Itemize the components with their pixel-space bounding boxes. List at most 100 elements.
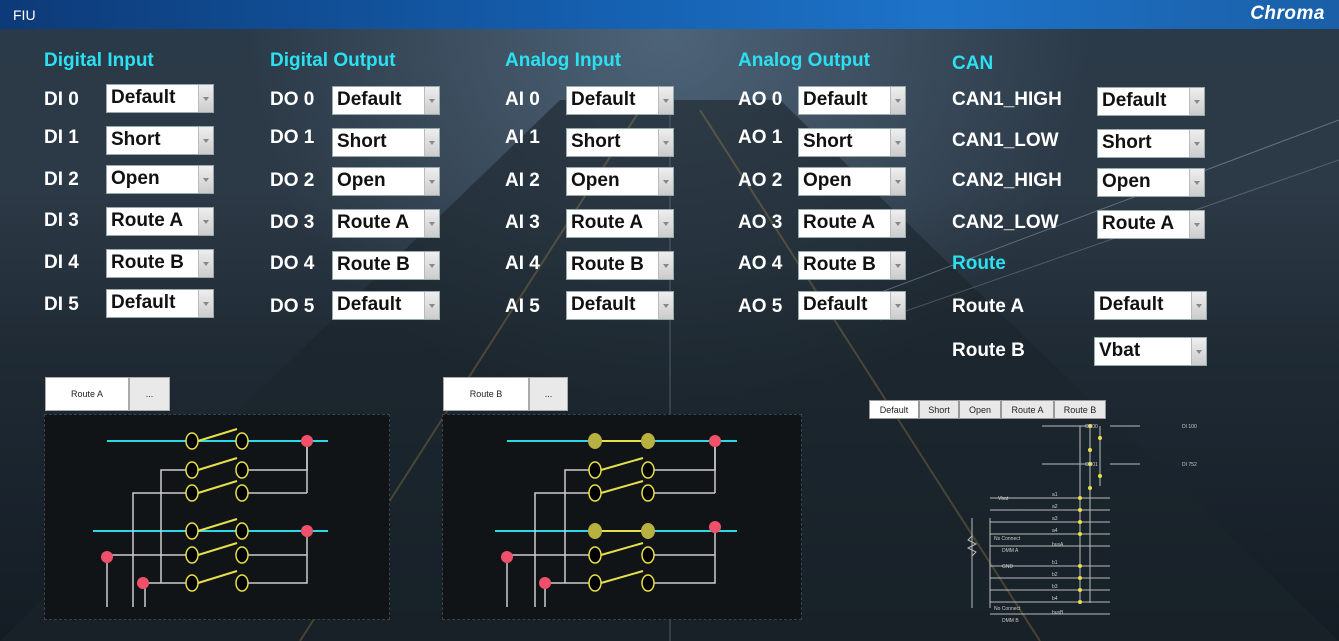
chevron-down-icon	[424, 210, 439, 237]
select-do-2[interactable]: Open	[332, 167, 440, 196]
select-ao-1[interactable]: Short	[798, 128, 906, 157]
chevron-down-icon	[1191, 292, 1206, 319]
schematic-switch-b4: b4	[1052, 596, 1058, 602]
chevron-down-icon	[198, 85, 213, 112]
select-di-4[interactable]: Route B	[106, 249, 214, 278]
chevron-down-icon	[1189, 169, 1204, 196]
chevron-down-icon	[198, 166, 213, 193]
label-ai-1: AI 1	[505, 127, 540, 148]
select-can1-high[interactable]: Default	[1097, 87, 1205, 116]
chevron-down-icon	[890, 87, 905, 114]
label-route-b: Route B	[952, 340, 1025, 361]
tab-schematic-default[interactable]: Default	[869, 400, 919, 419]
tab-route-a-more[interactable]: ...	[129, 377, 170, 411]
route-b-panel	[442, 414, 802, 620]
select-ao-0[interactable]: Default	[798, 86, 906, 115]
schematic-switch-busb: busB	[1052, 610, 1064, 616]
label-route-a: Route A	[952, 296, 1025, 317]
schematic-label-di100: DI 100	[1182, 424, 1197, 430]
tab-route-a[interactable]: Route A	[45, 377, 129, 411]
tab-schematic-short[interactable]: Short	[919, 400, 959, 419]
chevron-down-icon	[424, 129, 439, 156]
title-bar: FIU Chroma	[0, 0, 1339, 29]
schematic-label-dmm-a: DMM A	[1002, 548, 1019, 554]
select-di-3[interactable]: Route A	[106, 207, 214, 236]
header-analog-output: Analog Output	[738, 50, 870, 71]
select-ai-2[interactable]: Open	[566, 167, 674, 196]
select-di-1[interactable]: Short	[106, 126, 214, 155]
select-ai-5[interactable]: Default	[566, 291, 674, 320]
schematic-label-ch00: CH00	[1085, 424, 1098, 430]
tab-schematic-open[interactable]: Open	[959, 400, 1001, 419]
select-do-4[interactable]: Route B	[332, 251, 440, 280]
select-ao-5[interactable]: Default	[798, 291, 906, 320]
chevron-down-icon	[890, 292, 905, 319]
header-digital-output: Digital Output	[270, 50, 396, 71]
label-di-5: DI 5	[44, 294, 79, 315]
schematic-label-ch01: CH01	[1085, 462, 1098, 468]
select-do-3[interactable]: Route A	[332, 209, 440, 238]
chevron-down-icon	[890, 252, 905, 279]
chevron-down-icon	[1189, 130, 1204, 157]
tab-route-b[interactable]: Route B	[443, 377, 529, 411]
label-ai-2: AI 2	[505, 170, 540, 191]
header-analog-input: Analog Input	[505, 50, 622, 71]
select-di-5[interactable]: Default	[106, 289, 214, 318]
chevron-down-icon	[424, 87, 439, 114]
label-ai-5: AI 5	[505, 296, 540, 317]
select-di-2[interactable]: Open	[106, 165, 214, 194]
label-di-3: DI 3	[44, 210, 79, 231]
tab-schematic-route-a[interactable]: Route A	[1001, 400, 1054, 419]
select-di-0[interactable]: Default	[106, 84, 214, 113]
chevron-down-icon	[658, 292, 673, 319]
schematic-switch-a2: a2	[1052, 504, 1058, 510]
label-ao-3: AO 3	[738, 212, 783, 233]
schematic-label-di752: DI 752	[1182, 462, 1197, 468]
chevron-down-icon	[890, 210, 905, 237]
label-do-3: DO 3	[270, 212, 315, 233]
schematic-label-no-connect: No Connect	[994, 606, 1021, 612]
select-do-0[interactable]: Default	[332, 86, 440, 115]
label-can2-low: CAN2_LOW	[952, 212, 1059, 233]
select-route-a[interactable]: Default	[1094, 291, 1207, 320]
label-di-2: DI 2	[44, 169, 79, 190]
label-ai-4: AI 4	[505, 253, 540, 274]
select-do-1[interactable]: Short	[332, 128, 440, 157]
label-do-5: DO 5	[270, 296, 315, 317]
select-ao-2[interactable]: Open	[798, 167, 906, 196]
schematic-label-dmm-b: DMM B	[1002, 618, 1019, 624]
label-ai-0: AI 0	[505, 89, 540, 110]
select-do-5[interactable]: Default	[332, 291, 440, 320]
select-ao-3[interactable]: Route A	[798, 209, 906, 238]
select-ai-0[interactable]: Default	[566, 86, 674, 115]
chevron-down-icon	[424, 292, 439, 319]
label-do-2: DO 2	[270, 170, 315, 191]
chevron-down-icon	[658, 129, 673, 156]
select-ai-3[interactable]: Route A	[566, 209, 674, 238]
schematic-switch-busa: busA	[1052, 542, 1064, 548]
select-can2-low[interactable]: Route A	[1097, 210, 1205, 239]
chevron-down-icon	[1189, 211, 1204, 238]
label-ao-5: AO 5	[738, 296, 783, 317]
select-ai-4[interactable]: Route B	[566, 251, 674, 280]
select-route-b[interactable]: Vbat	[1094, 337, 1207, 366]
label-do-0: DO 0	[270, 89, 315, 110]
select-ai-1[interactable]: Short	[566, 128, 674, 157]
chevron-down-icon	[198, 290, 213, 317]
chevron-down-icon	[198, 250, 213, 277]
select-ao-4[interactable]: Route B	[798, 251, 906, 280]
tab-schematic-route-b[interactable]: Route B	[1054, 400, 1106, 419]
select-can1-low[interactable]: Short	[1097, 129, 1205, 158]
select-can2-high[interactable]: Open	[1097, 168, 1205, 197]
schematic-switch-a4: a4	[1052, 528, 1058, 534]
route-a-panel	[44, 414, 390, 620]
label-do-1: DO 1	[270, 127, 315, 148]
schematic-switch-b2: b2	[1052, 572, 1058, 578]
chroma-logo: Chroma	[1250, 3, 1325, 24]
chevron-down-icon	[424, 168, 439, 195]
label-can1-low: CAN1_LOW	[952, 130, 1059, 151]
tab-route-b-more[interactable]: ...	[529, 377, 568, 411]
schematic-switch-a1: a1	[1052, 492, 1058, 498]
label-ao-4: AO 4	[738, 253, 783, 274]
app-title: FIU	[13, 7, 36, 23]
